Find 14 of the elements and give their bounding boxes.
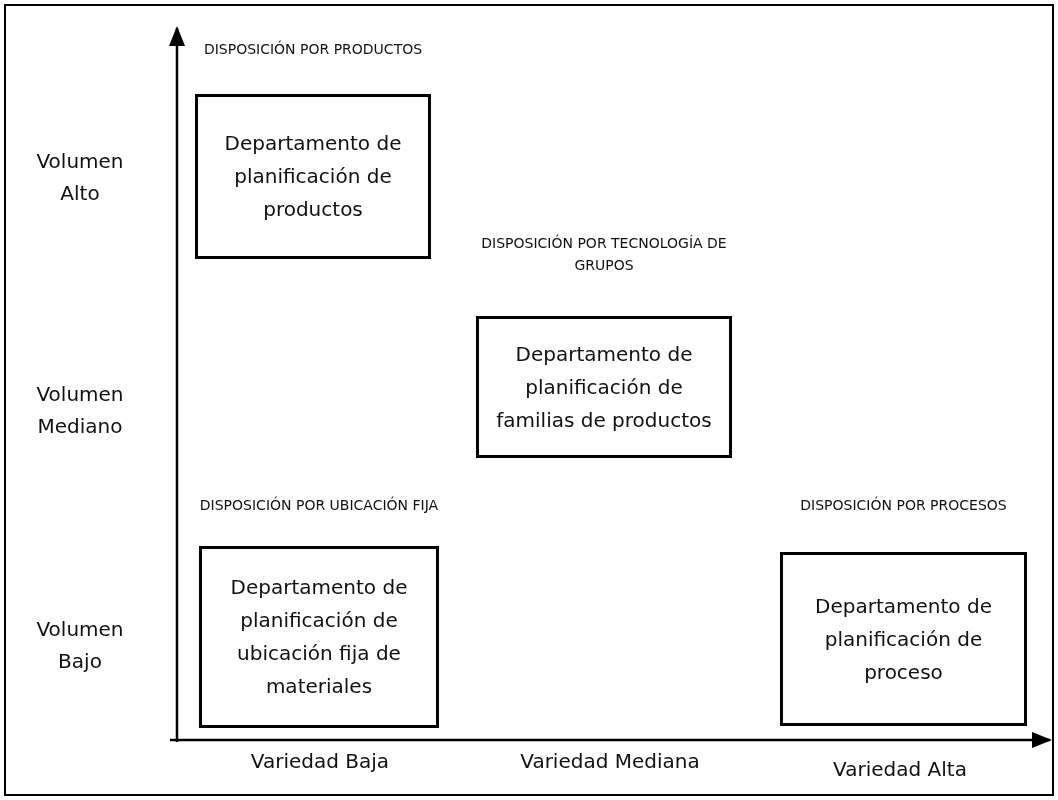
variety-axis-label: Variedad Alta — [832, 756, 968, 783]
department-box: Departamento de planificación de proceso — [780, 552, 1027, 726]
department-box: Departamento de planificación de productos — [195, 94, 431, 259]
variety-axis-label: Variedad Mediana — [519, 748, 701, 775]
layout-type-heading: DISPOSICIÓN POR PROCESOS — [799, 495, 1008, 515]
variety-axis-label: Variedad Baja — [249, 748, 391, 775]
layout-type-heading: DISPOSICIÓN POR UBICACIÓN FIJA — [199, 495, 439, 515]
volume-axis-label: Volumen Mediano — [35, 381, 125, 440]
volume-axis-label: Volumen Bajo — [35, 616, 125, 675]
layout-type-heading: DISPOSICIÓN POR PRODUCTOS — [202, 39, 424, 59]
volume-axis-label: Volumen Alto — [35, 148, 125, 207]
layout-type-heading: DISPOSICIÓN POR TECNOLOGÍA DE GRUPOS — [480, 233, 728, 275]
department-box: Departamento de planificación de ubicación fija de materiales — [199, 546, 439, 728]
department-box: Departamento de planificación de familias de productos — [476, 316, 732, 458]
